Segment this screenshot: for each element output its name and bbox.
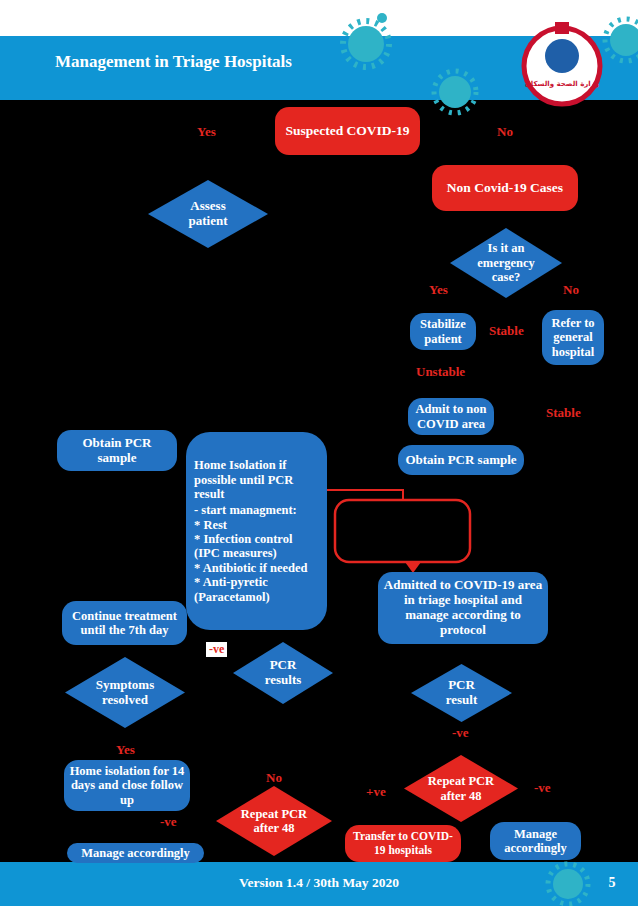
- diamond-shape: [216, 786, 332, 856]
- decision-diamond: Assess patient: [148, 180, 268, 248]
- virus-spikes: [548, 864, 588, 904]
- process-box: Transfer to COVID-19 hospitals: [345, 825, 461, 862]
- virus-body: [610, 24, 638, 56]
- node-bullet: * Anti-pyretic (Paracetamol): [194, 575, 319, 604]
- process-box: Suspected COVID-19: [275, 107, 420, 155]
- node-text: Transfer to COVID-19 hospitals: [350, 830, 456, 856]
- node-text: Continue treatment until the 7th day: [67, 609, 182, 638]
- logo-ring: [524, 28, 600, 104]
- diamond-shape: [411, 664, 512, 722]
- decision-diamond: Symptoms resolved: [65, 657, 185, 728]
- process-box: Continue treatment until the 7th day: [62, 601, 187, 645]
- virus-body: [439, 76, 471, 108]
- process-box: Home isolation for 14 days and close fol…: [64, 760, 190, 811]
- footer-text: 5: [609, 875, 616, 891]
- branch-label: -ve: [452, 725, 469, 741]
- node-text: Suspected COVID-19: [285, 123, 409, 139]
- node-text: Home isolation for 14 days and close fol…: [69, 764, 185, 807]
- process-box: Manage accordingly: [67, 843, 204, 863]
- virus-spikes: [605, 19, 638, 61]
- logo-emblem: [545, 39, 579, 73]
- diamond-shape: [450, 228, 562, 298]
- diamond-shape: [148, 180, 268, 248]
- node-bullet: * Rest: [194, 518, 227, 532]
- page-title: Management in Triage Hospitals: [55, 52, 292, 72]
- branch-label: -ve: [206, 642, 227, 657]
- node-text: Non Covid-19 Cases: [447, 180, 563, 196]
- process-box: Refer to general hospital: [542, 310, 604, 365]
- node-bullet: - start managment:: [194, 503, 297, 517]
- process-box: Admitted to COVID-19 area in triage hosp…: [378, 572, 548, 644]
- branch-label: Unstable: [416, 364, 465, 380]
- node-text: Obtain PCR sample: [405, 453, 516, 468]
- connector-line: [327, 490, 403, 500]
- node-text: Refer to general hospital: [547, 316, 599, 359]
- branch-label: Yes: [197, 124, 216, 140]
- branch-label: -ve: [160, 814, 177, 830]
- empty-box: [335, 500, 470, 562]
- node-text: PCR result: [431, 678, 492, 708]
- top-margin: [0, 0, 638, 36]
- branch-label: +ve: [366, 784, 386, 800]
- diamond-shape: [65, 657, 185, 728]
- decision-diamond: PCR results: [233, 642, 333, 704]
- process-box: Home Isolation if possible until PCR res…: [186, 432, 327, 630]
- ministry-logo: [524, 22, 600, 104]
- node-text: Admit to non COVID area: [413, 402, 489, 431]
- node-text: Home Isolation if possible until PCR res…: [194, 458, 319, 501]
- node-text: Repeat PCR after 48: [239, 807, 309, 836]
- branch-label: No: [563, 282, 579, 298]
- diamond-shape: [233, 642, 333, 704]
- node-text: Is it an emergency case?: [472, 241, 540, 284]
- branch-label: -ve: [534, 780, 551, 796]
- node-text: PCR results: [253, 658, 313, 688]
- decision-diamond: Repeat PCR after 48: [216, 786, 332, 856]
- virus-fragment: [377, 13, 387, 23]
- node-text: Admitted to COVID-19 area in triage hosp…: [383, 578, 543, 638]
- decision-diamond: PCR result: [411, 664, 512, 722]
- branch-label: Yes: [429, 282, 448, 298]
- decision-diamond: Is it an emergency case?: [450, 228, 562, 298]
- branch-label: No: [497, 124, 513, 140]
- footer-band: [0, 862, 638, 906]
- process-box: Manage accordingly: [490, 822, 581, 860]
- virus-spikes: [434, 71, 476, 113]
- logo-text: وزارة الصحة والسكان: [525, 80, 599, 88]
- process-box: Stabilize patient: [410, 313, 476, 350]
- branch-label: Stable: [489, 323, 524, 339]
- process-box: Obtain PCR sample: [57, 430, 177, 471]
- footer-text: Version 1.4 / 30th May 2020: [239, 875, 399, 891]
- node-text: Manage accordingly: [495, 827, 576, 856]
- node-text: Obtain PCR sample: [62, 436, 172, 466]
- virus-body: [348, 26, 384, 62]
- virus-body: [553, 869, 583, 899]
- decision-diamond: Repeat PCR after 48: [404, 755, 518, 822]
- node-bullet: * Antibiotic if needed: [194, 561, 308, 575]
- branch-label: No: [266, 770, 282, 786]
- process-box: Admit to non COVID area: [408, 398, 494, 435]
- virus-spikes: [343, 21, 389, 67]
- node-text: Manage accordingly: [81, 846, 190, 860]
- node-text: Repeat PCR after 48: [427, 774, 495, 803]
- node-text: Assess patient: [172, 199, 244, 229]
- node-text: Symptoms resolved: [89, 678, 161, 708]
- branch-label: Yes: [116, 742, 135, 758]
- process-box: Non Covid-19 Cases: [432, 165, 578, 211]
- logo-flag: [555, 22, 569, 34]
- node-bullet: * Infection control (IPC measures): [194, 532, 319, 561]
- diamond-shape: [404, 755, 518, 822]
- branch-label: Stable: [546, 405, 581, 421]
- process-box: Obtain PCR sample: [398, 445, 524, 475]
- node-text: Stabilize patient: [415, 317, 471, 346]
